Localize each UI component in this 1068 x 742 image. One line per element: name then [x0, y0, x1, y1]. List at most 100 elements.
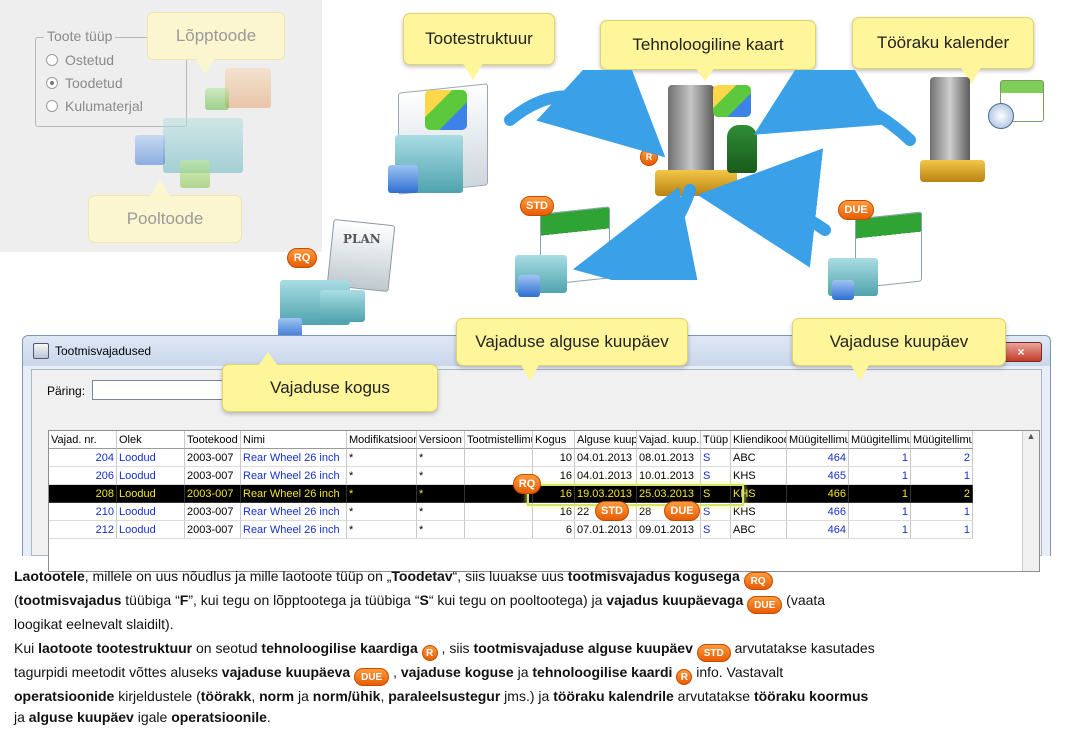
table-cell: * [417, 521, 465, 539]
cube-icon [180, 160, 210, 188]
table-cell: Loodud [117, 503, 185, 521]
window-close-button[interactable]: × [1000, 342, 1042, 362]
column-header[interactable]: Modifikatsioon [347, 431, 417, 449]
table-cell: ABC [731, 449, 787, 467]
table-cell: * [347, 467, 417, 485]
product-type-panel: Toote tüüp Ostetud Toodetud Kulumaterjal… [0, 0, 322, 252]
column-header[interactable]: Kogus [533, 431, 575, 449]
table-cell: 466 [787, 485, 849, 503]
production-needs-window: Tootmisvajadused × Päring: ▲ Vajad. nr.O… [22, 335, 1051, 572]
table-cell: Loodud [117, 485, 185, 503]
table-cell: 208 [49, 485, 117, 503]
table-cell: * [417, 485, 465, 503]
callout-semi-product: Pooltoode [88, 195, 242, 243]
badge-r: R [421, 645, 438, 661]
table-cell: 2 [911, 449, 973, 467]
final-product-box-icon [225, 68, 271, 108]
radio-manufactured[interactable]: Toodetud [46, 75, 123, 91]
table-cell [465, 503, 533, 521]
badge-std: STD [520, 196, 554, 216]
table-cell: 2003-007 [185, 485, 241, 503]
query-label: Päring: [47, 384, 86, 398]
table-cell: 2 [911, 485, 973, 503]
table-cell: 464 [787, 449, 849, 467]
arrow-due-to-tech [697, 148, 831, 268]
table-cell: KHS [731, 485, 787, 503]
table-cell: 10 [533, 449, 575, 467]
column-header[interactable]: Tüüp [701, 431, 731, 449]
column-header[interactable]: Alguse kuup. [575, 431, 637, 449]
table-cell: Loodud [117, 449, 185, 467]
column-header[interactable]: Müügitellimus [849, 431, 911, 449]
table-cell: * [417, 449, 465, 467]
cube-icon [205, 88, 229, 110]
column-header[interactable]: Müügitellimus [787, 431, 849, 449]
callout-tail [695, 67, 715, 81]
table-cell: KHS [731, 467, 787, 485]
cube-icon [388, 165, 418, 193]
cubes-icon [425, 90, 467, 130]
badge-r: R [676, 669, 693, 685]
column-header[interactable]: Nimi [241, 431, 347, 449]
table-cell: Loodud [117, 521, 185, 539]
badge-due: DUE [354, 668, 390, 686]
badge-std: STD [696, 644, 731, 662]
radio-purchased[interactable]: Ostetud [46, 52, 114, 68]
scroll-up-icon[interactable]: ▲ [1026, 431, 1036, 441]
cubes-icon [713, 85, 751, 117]
table-cell: Rear Wheel 26 inch [241, 521, 347, 539]
callout-product-structure: Tootestruktuur [403, 13, 555, 65]
column-header[interactable]: Versioon [417, 431, 465, 449]
arrow-calendar-to-tech [753, 70, 916, 146]
table-cell: 1 [849, 503, 911, 521]
grid-vertical-scrollbar[interactable]: ▲ [1022, 431, 1039, 571]
table-cell: 07.01.2013 [575, 521, 637, 539]
column-header[interactable]: Tootmistellimus [465, 431, 533, 449]
table-cell: 1 [911, 467, 973, 485]
column-header[interactable]: Vajad. kuup. [637, 431, 701, 449]
callout-tail [195, 58, 215, 74]
table-cell: 6 [533, 521, 575, 539]
table-cell: * [417, 503, 465, 521]
cube-icon [518, 275, 540, 297]
column-header[interactable]: Kliendikood [731, 431, 787, 449]
flow-arrows [504, 70, 916, 280]
badge-rq: RQ [287, 248, 317, 268]
column-header[interactable]: Tootekood [185, 431, 241, 449]
radio-consumable[interactable]: Kulumaterjal [46, 98, 143, 114]
plan-label: PLAN [343, 232, 381, 246]
column-header[interactable]: Vajad. nr. [49, 431, 117, 449]
table-cell: S [701, 485, 731, 503]
paragraph-1: Laotootele, millele on uus nõudlus ja mi… [14, 568, 826, 632]
table-cell: 04.01.2013 [575, 467, 637, 485]
window-title: Tootmisvajadused [55, 344, 152, 358]
table-cell: 1 [849, 467, 911, 485]
badge-rq: RQ [743, 572, 773, 590]
table-cell: 2003-007 [185, 503, 241, 521]
table-cell: ABC [731, 521, 787, 539]
badge-due: DUE [838, 200, 874, 220]
table-cell: 1 [849, 449, 911, 467]
column-header[interactable]: Olek [117, 431, 185, 449]
table-cell: 28 [637, 503, 701, 521]
table-cell: S [701, 467, 731, 485]
table-cell: 2003-007 [185, 467, 241, 485]
radio-icon [46, 54, 58, 66]
table-cell: S [701, 449, 731, 467]
table-cell: Rear Wheel 26 inch [241, 503, 347, 521]
table-cell: * [347, 521, 417, 539]
table-cell: 210 [49, 503, 117, 521]
table-cell: Loodud [117, 467, 185, 485]
callout-tail [258, 352, 278, 366]
table-cell: Rear Wheel 26 inch [241, 449, 347, 467]
table-cell: 204 [49, 449, 117, 467]
cube-icon [278, 318, 302, 340]
product-type-group-title: Toote tüüp [44, 28, 116, 44]
column-header[interactable]: Müügitellimus [911, 431, 973, 449]
arrow-tech-to-std [572, 184, 703, 280]
table-cell: 1 [911, 503, 973, 521]
badge-due: DUE [747, 596, 783, 614]
table-cell: * [347, 449, 417, 467]
